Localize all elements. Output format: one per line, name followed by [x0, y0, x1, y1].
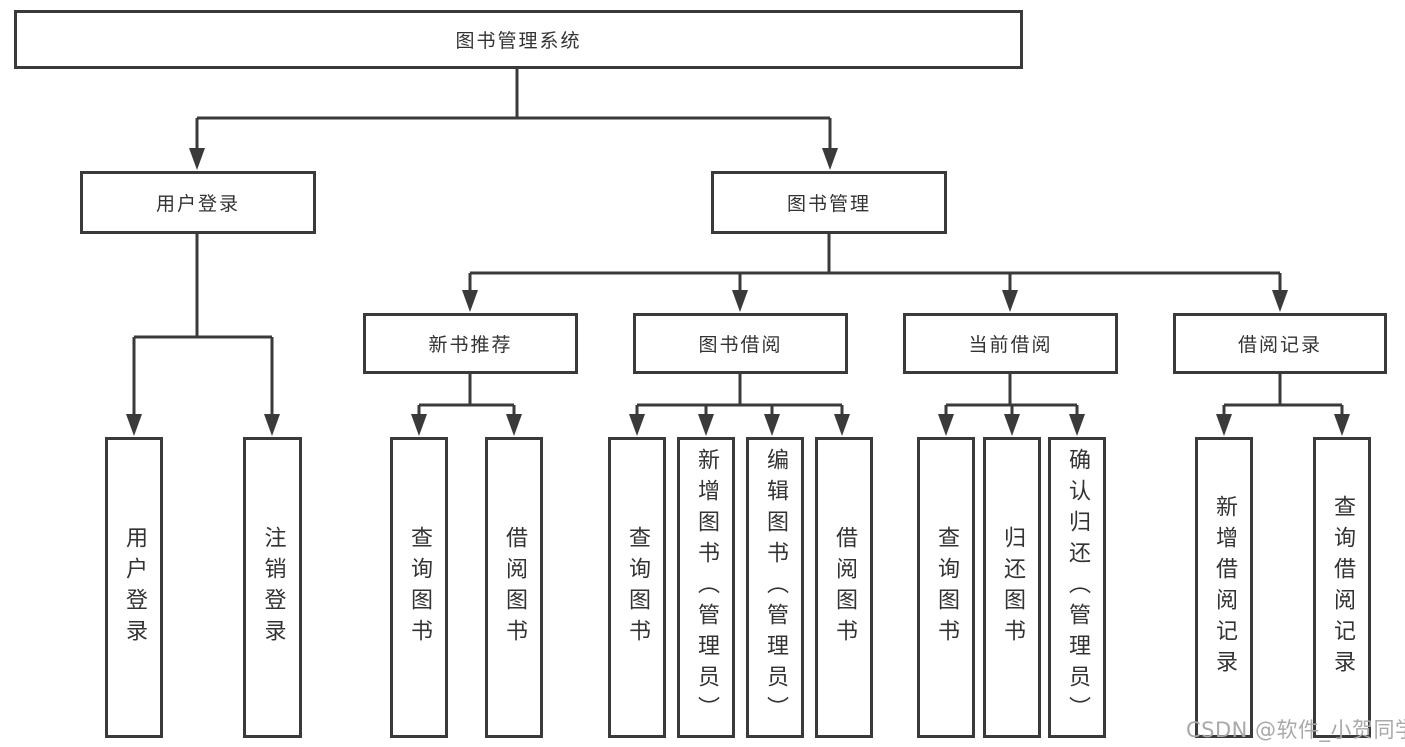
leaf-add-book-admin: 新增图书（管理员）: [677, 437, 735, 738]
connector-borrow-to-leaves: [635, 374, 844, 420]
leaf-logout: 注销登录: [243, 437, 302, 738]
connector-root-to-level2: [195, 69, 832, 152]
arrowheads: [126, 148, 1350, 436]
leaf-label: 新增借阅记录: [1212, 494, 1237, 681]
arrow-icon: [698, 414, 714, 436]
leaf-query-borrow-record: 查询借阅记录: [1313, 437, 1371, 738]
leaf-label: 编辑图书（管理员）: [763, 448, 788, 727]
arrow-icon: [1334, 414, 1350, 436]
connector-newbook-to-leaves: [417, 374, 516, 420]
arrow-icon: [462, 290, 478, 312]
arrow-icon: [189, 148, 205, 170]
connector-current-to-leaves: [944, 374, 1079, 420]
leaf-query-book-recommend: 查询图书: [390, 437, 448, 738]
leaf-label: 查询图书: [625, 525, 650, 650]
leaf-label: 用户登录: [122, 525, 147, 650]
leaf-label: 借阅图书: [832, 525, 857, 650]
leaf-label: 确认归还（管理员）: [1065, 448, 1090, 727]
leaf-query-book-borrow: 查询图书: [608, 437, 666, 738]
arrow-icon: [1216, 414, 1232, 436]
leaf-label: 注销登录: [260, 525, 286, 650]
node-new-book-recommend: 新书推荐: [363, 313, 578, 374]
leaf-query-book-current: 查询图书: [917, 437, 975, 738]
arrow-icon: [834, 414, 850, 436]
arrow-icon: [629, 414, 645, 436]
node-user-login: 用户登录: [80, 171, 316, 234]
leaf-label: 归还图书: [1000, 525, 1025, 650]
leaf-label: 查询图书: [407, 525, 432, 650]
arrow-icon: [822, 148, 838, 170]
arrow-icon: [1002, 290, 1018, 312]
node-book-borrow: 图书借阅: [633, 313, 848, 374]
arrow-icon: [764, 414, 780, 436]
arrow-icon: [126, 414, 142, 436]
connector-bookmgmt-to-level3: [468, 234, 1282, 296]
arrow-icon: [411, 414, 427, 436]
leaf-user-login: 用户登录: [105, 437, 163, 738]
node-current-borrow: 当前借阅: [903, 313, 1118, 374]
arrow-icon: [1004, 414, 1020, 436]
arrow-icon: [264, 414, 280, 436]
leaf-confirm-return-admin: 确认归还（管理员）: [1048, 437, 1106, 738]
leaf-add-borrow-record: 新增借阅记录: [1195, 437, 1253, 738]
leaf-return-book: 归还图书: [983, 437, 1041, 738]
node-book-mgmt: 图书管理: [711, 171, 947, 234]
arrow-icon: [506, 414, 522, 436]
leaf-borrow-book-recommend: 借阅图书: [485, 437, 543, 738]
arrow-icon: [732, 290, 748, 312]
leaf-label: 查询图书: [934, 525, 959, 650]
leaf-label: 新增图书（管理员）: [694, 448, 719, 727]
leaf-label: 借阅图书: [502, 525, 527, 650]
leaf-label: 查询借阅记录: [1330, 494, 1355, 681]
node-root: 图书管理系统: [14, 10, 1023, 69]
connector-userlogin-to-leaves: [132, 234, 274, 420]
leaf-borrow-book: 借阅图书: [815, 437, 873, 738]
csdn-watermark: CSDN @软件_小贺同学: [1186, 718, 1405, 742]
arrow-icon: [1272, 290, 1288, 312]
connector-records-to-leaves: [1222, 374, 1344, 420]
node-borrow-records: 借阅记录: [1173, 313, 1387, 374]
arrow-icon: [1069, 414, 1085, 436]
arrow-icon: [938, 414, 954, 436]
leaf-edit-book-admin: 编辑图书（管理员）: [746, 437, 804, 738]
